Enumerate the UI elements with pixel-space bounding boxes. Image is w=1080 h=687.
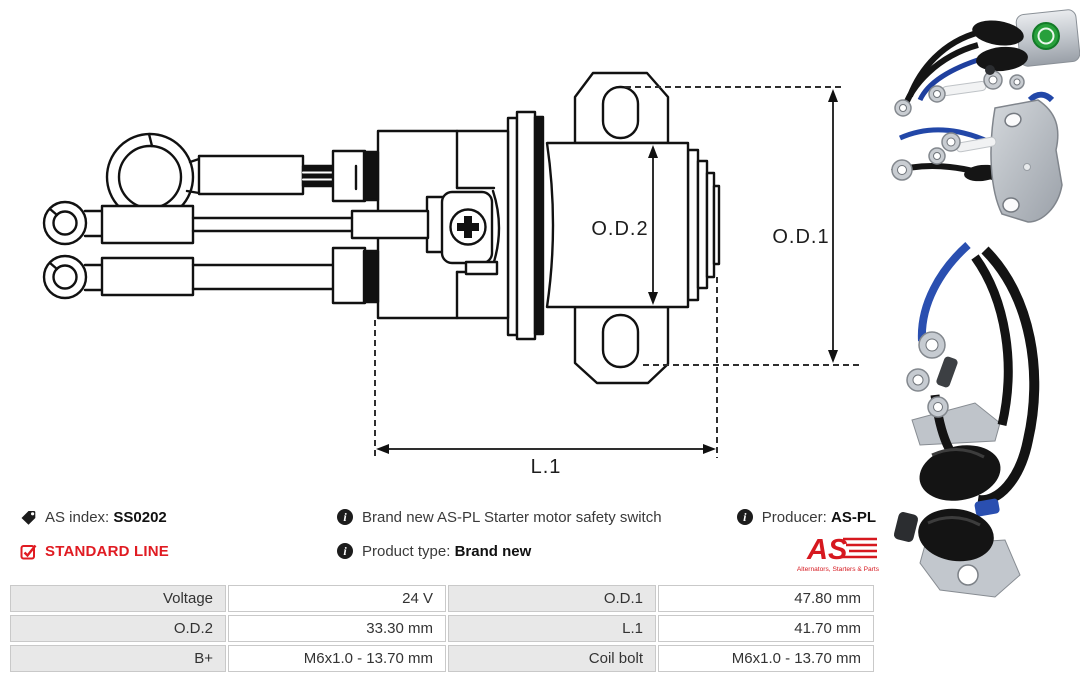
- ground-ring-terminal: [42, 246, 380, 305]
- description-row: i Brand new AS-PL Starter motor safety s…: [337, 509, 662, 526]
- spec-label: L.1: [448, 615, 656, 642]
- middle-terminal-bar: [350, 209, 430, 240]
- product-type-value: Brand new: [454, 543, 532, 560]
- tag-icon: [20, 509, 37, 526]
- brand-logo: AS Alternators, Starters & Parts: [797, 534, 880, 573]
- as-index-value: SS0202: [113, 509, 167, 526]
- spec-label: Coil bolt: [448, 645, 656, 672]
- spec-value: M6x1.0 - 13.70 mm: [658, 645, 874, 672]
- dim-label-od1: O.D.1: [772, 226, 829, 248]
- standard-line-row: STANDARD LINE: [20, 543, 169, 560]
- product-photo-assembled[interactable]: [893, 242, 1040, 598]
- brand-logo-subtext: Alternators, Starters & Parts: [797, 566, 880, 573]
- green-sticker: [1032, 22, 1060, 50]
- spec-value: M6x1.0 - 13.70 mm: [228, 645, 446, 672]
- product-photo-bracket[interactable]: [891, 91, 1063, 223]
- dim-label-od2: O.D.2: [591, 218, 648, 240]
- as-index-label: AS index:: [45, 509, 110, 526]
- solenoid-front-steps: [686, 148, 721, 302]
- info-icon: i: [337, 509, 354, 526]
- technical-drawing: O.D.2 O.D.1 L.1: [42, 71, 862, 478]
- info-icon: i: [337, 543, 354, 560]
- flange: [506, 110, 545, 341]
- producer-row: i Producer: AS-PL: [700, 509, 876, 526]
- terminal-screw: [425, 190, 499, 276]
- spec-label: B+: [10, 645, 226, 672]
- spec-table: Voltage 24 V O.D.1 47.80 mm O.D.2 33.30 …: [10, 585, 874, 672]
- producer-label: Producer:: [761, 509, 827, 526]
- spec-label: O.D.2: [10, 615, 226, 642]
- dim-label-l1: L.1: [531, 456, 562, 478]
- as-index-row: AS index: SS0202: [20, 509, 167, 526]
- mounting-bracket: [573, 71, 670, 385]
- spec-label: Voltage: [10, 585, 226, 612]
- brand-logo-text: AS: [806, 534, 848, 566]
- description-text: Brand new AS-PL Starter motor safety swi…: [362, 509, 662, 526]
- info-icon: i: [736, 509, 754, 526]
- spec-value: 47.80 mm: [658, 585, 874, 612]
- product-photos: [891, 9, 1080, 598]
- product-photo-switch[interactable]: [894, 9, 1080, 117]
- battery-ring-terminal: [105, 132, 380, 222]
- producer-value: AS-PL: [831, 509, 876, 526]
- product-type-label: Product type:: [362, 543, 451, 560]
- spec-value: 41.70 mm: [658, 615, 874, 642]
- spec-label: O.D.1: [448, 585, 656, 612]
- spec-value: 33.30 mm: [228, 615, 446, 642]
- product-type-row: i Product type: Brand new: [337, 543, 531, 560]
- dimension-annotations: [374, 86, 862, 458]
- standard-line-label: STANDARD LINE: [45, 543, 169, 560]
- coil-ring-terminal: [42, 200, 354, 246]
- spec-value: 24 V: [228, 585, 446, 612]
- checkbox-icon: [20, 543, 37, 560]
